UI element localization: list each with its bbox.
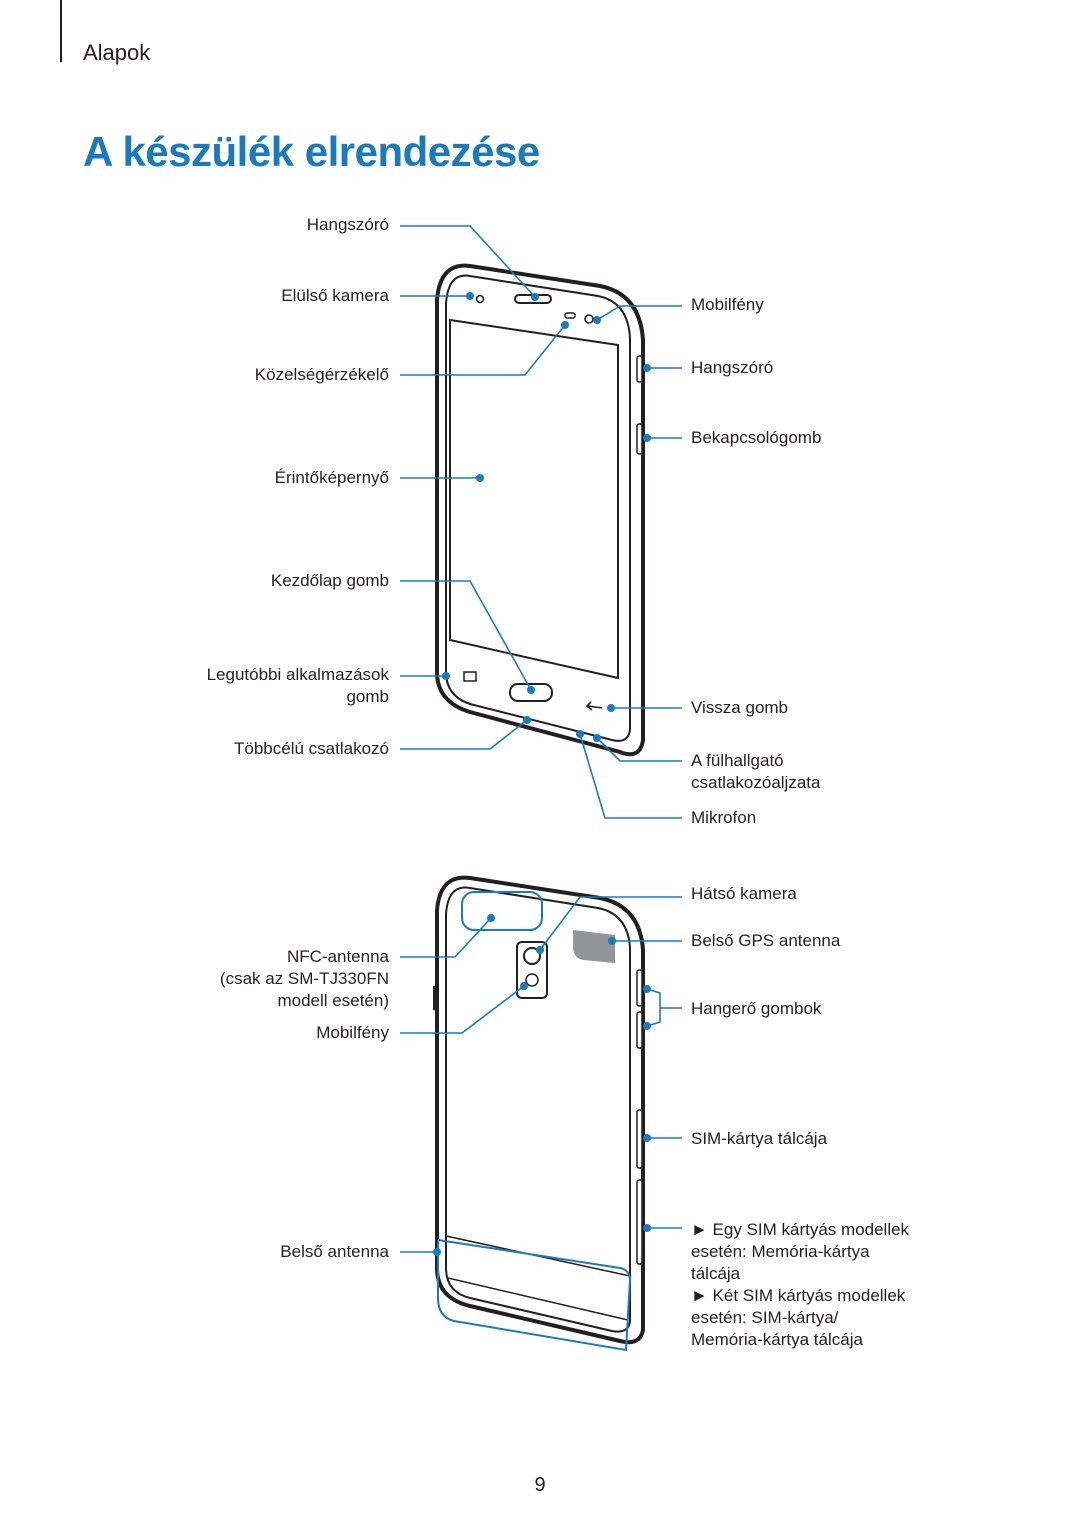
label-sim-tray: SIM-kártya tálcája	[691, 1129, 828, 1148]
label-inner-antenna: Belső antenna	[280, 1242, 389, 1261]
label-volume-keys: Hangerő gombok	[691, 999, 822, 1018]
label-nfc-antenna-line1: NFC-antenna	[286, 947, 389, 966]
front-leader-lines	[400, 225, 682, 819]
label-front-camera: Elülső kamera	[281, 286, 389, 305]
note-dual-sim-line1: ► Két SIM kártyás modellek	[691, 1286, 906, 1305]
label-speaker: Hangszóró	[306, 215, 389, 234]
label-recent-apps-line1: Legutóbbi alkalmazások	[206, 665, 389, 684]
label-rear-camera: Hátsó kamera	[691, 884, 797, 903]
label-microphone: Mikrofon	[691, 808, 757, 827]
label-led: Mobilfény	[691, 295, 764, 314]
note-dual-sim-line3: Memória-kártya tálcája	[691, 1330, 863, 1349]
label-power-button: Bekapcsológomb	[691, 428, 822, 447]
label-touchscreen: Érintőképernyő	[274, 468, 389, 487]
label-nfc-antenna-line3: modell esetén)	[277, 991, 389, 1010]
section-name: Alapok	[83, 40, 151, 65]
note-single-sim-line3: tálcája	[691, 1264, 741, 1283]
label-home-button: Kezdőlap gomb	[270, 571, 389, 590]
label-multipurpose-jack: Többcélú csatlakozó	[234, 739, 389, 758]
header-rule	[60, 0, 62, 62]
label-recent-apps-line2: gomb	[346, 687, 389, 706]
front-phone-illustration	[435, 263, 645, 757]
label-proximity-sensor: Közelségérzékelő	[254, 365, 389, 384]
back-leader-lines	[400, 896, 682, 1256]
label-earphone-jack-line2: csatlakozóaljzata	[691, 773, 821, 792]
label-flash: Mobilfény	[316, 1023, 389, 1042]
label-back-button: Vissza gomb	[691, 698, 789, 717]
label-earphone-jack-line1: A fülhallgató	[691, 751, 784, 770]
note-single-sim-line2: esetén: Memória-kártya	[691, 1242, 870, 1261]
note-dual-sim-line2: esetén: SIM-kártya/	[691, 1308, 839, 1327]
label-nfc-antenna-line2: (csak az SM-TJ330FN	[219, 969, 389, 988]
page-title: A készülék elrendezése	[83, 128, 540, 175]
label-gps-antenna: Belső GPS antenna	[691, 931, 841, 950]
page-number: 9	[534, 1474, 546, 1496]
note-single-sim-line1: ► Egy SIM kártyás modellek	[691, 1220, 910, 1239]
back-phone-illustration	[433, 875, 645, 1352]
label-side-speaker: Hangszóró	[691, 358, 774, 377]
